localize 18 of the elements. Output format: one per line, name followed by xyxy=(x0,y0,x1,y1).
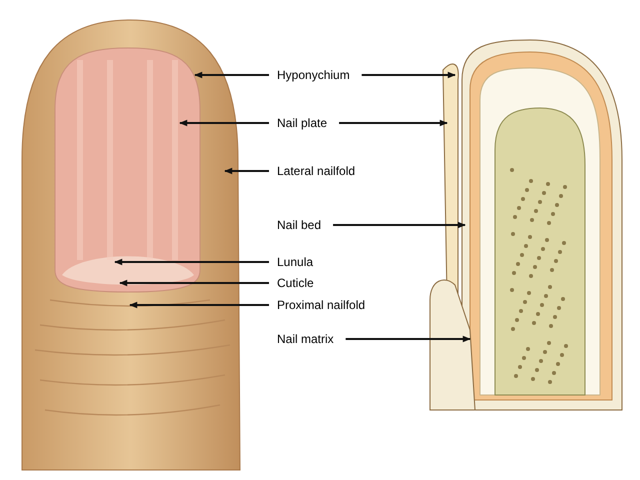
part-label: Proximal nailfold xyxy=(277,298,366,312)
part-label: Nail matrix xyxy=(277,332,334,346)
part-label: Lunula xyxy=(277,255,314,269)
leader-arrow xyxy=(346,336,471,342)
part-label: Nail plate xyxy=(277,116,328,130)
leader-arrow xyxy=(114,258,269,266)
leader-arrow xyxy=(333,222,466,228)
leader-arrow xyxy=(339,120,448,126)
leader-arrow xyxy=(179,120,269,126)
part-label: Hyponychium xyxy=(277,68,350,82)
part-label: Nail bed xyxy=(277,218,322,232)
leader-arrow xyxy=(129,302,269,308)
leader-arrow xyxy=(194,72,269,78)
leader-arrow xyxy=(119,280,269,286)
part-label: Cuticle xyxy=(277,276,314,290)
leader-arrow xyxy=(362,72,456,78)
part-label: Lateral nailfold xyxy=(277,164,356,178)
leader-arrow xyxy=(224,168,269,174)
